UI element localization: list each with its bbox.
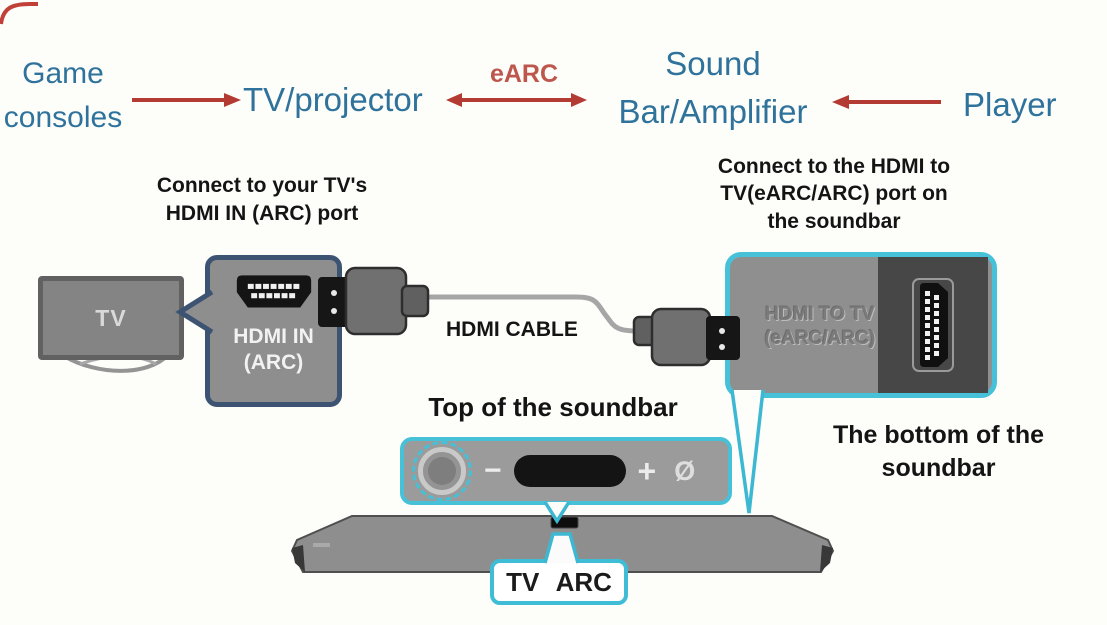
hdmi-port-icon	[236, 275, 311, 308]
hdmi-to-tv-callout: HDMI TO TV (eARC/ARC)	[725, 252, 997, 398]
hdmi-in-arc-label: (ARC)	[243, 351, 304, 375]
hdmi-in-label: HDMI IN	[233, 325, 314, 348]
arrow-left-icon	[832, 95, 941, 109]
hdmi-port-vertical-icon	[912, 278, 954, 372]
soundbar-control-panel: − + Ø	[400, 437, 732, 505]
tv-arc-label: TV ARC	[490, 559, 628, 605]
bottom-of-soundbar-title: The bottom of the soundbar	[832, 421, 1045, 482]
hdmi-in-callout: HDMI IN (ARC)	[205, 255, 342, 407]
tv-connect-note: Connect to your TV's HDMI IN (ARC) port	[156, 174, 368, 226]
flow-node-tv-projector: TV/projector	[243, 81, 423, 118]
earc-label: eARC	[489, 60, 559, 88]
flow-node-player: Player	[963, 86, 1057, 123]
hdmi-to-tv-earc-label: (eARC/ARC)	[764, 327, 876, 349]
hdmi-cable-label: HDMI CABLE	[446, 318, 578, 341]
earc-double-arrow-icon	[446, 93, 587, 107]
soundbar-display	[550, 516, 579, 529]
tv-illustration: TV	[38, 276, 184, 360]
multifunction-button-highlight	[412, 441, 472, 501]
volume-up-icon: +	[637, 452, 657, 489]
mute-icon: Ø	[674, 455, 696, 486]
volume-down-icon: −	[484, 454, 502, 487]
soundbar-port-strip	[878, 257, 988, 393]
flow-node-soundbar-amplifier: Sound Bar/Amplifier	[618, 45, 808, 130]
top-of-soundbar-title: Top of the soundbar	[428, 392, 678, 422]
arrow-right-icon	[132, 93, 241, 107]
tv-label: TV	[95, 304, 127, 331]
soundbar-logo	[313, 543, 330, 547]
soundbar-callout-pointer	[730, 389, 765, 514]
multifunction-button-icon	[418, 447, 466, 495]
soundbar-connect-note: Connect to the HDMI to TV(eARC/ARC) port…	[717, 155, 951, 233]
red-corner-artifact	[0, 2, 38, 25]
flow-node-game-consoles: Game consoles	[3, 57, 123, 134]
hdmi-to-tv-label: HDMI TO TV	[765, 304, 875, 325]
panel-display	[513, 455, 626, 487]
